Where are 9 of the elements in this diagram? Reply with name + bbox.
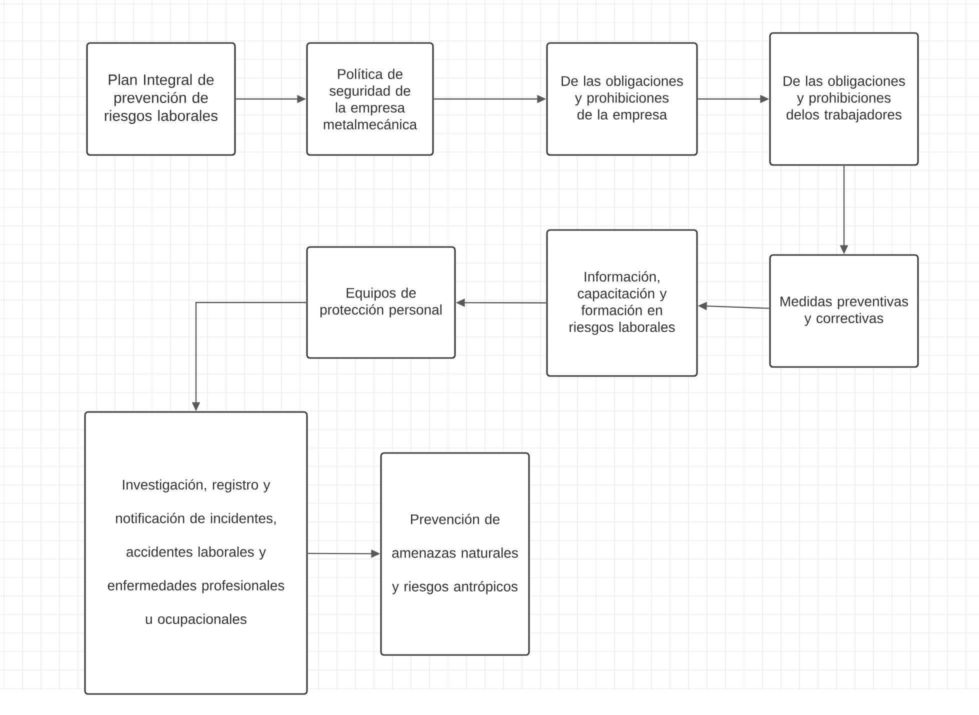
process-box: Prevención de amenazas naturales y riesgos antrópicos — [380, 452, 530, 656]
process-box: Información, capacitación y formación en riesgos laborales — [546, 229, 698, 377]
process-box: Medidas preventivas y correctivas — [769, 254, 919, 368]
process-box: Plan Integral de prevención de riesgos laborales — [86, 42, 236, 156]
process-box: De las obligaciones y prohibiciones de la empresa — [546, 42, 698, 156]
process-box: Investigación, registro y notificación de incidentes, accidentes laborales y enfermedades profesionales u ocupacionales — [84, 411, 308, 695]
process-box: Equipos de protección personal — [306, 246, 456, 359]
process-box: De las obligaciones y prohibiciones delos trabajadores — [769, 32, 919, 166]
process-box: Política de seguridad de la empresa metalmecánica — [306, 42, 434, 156]
